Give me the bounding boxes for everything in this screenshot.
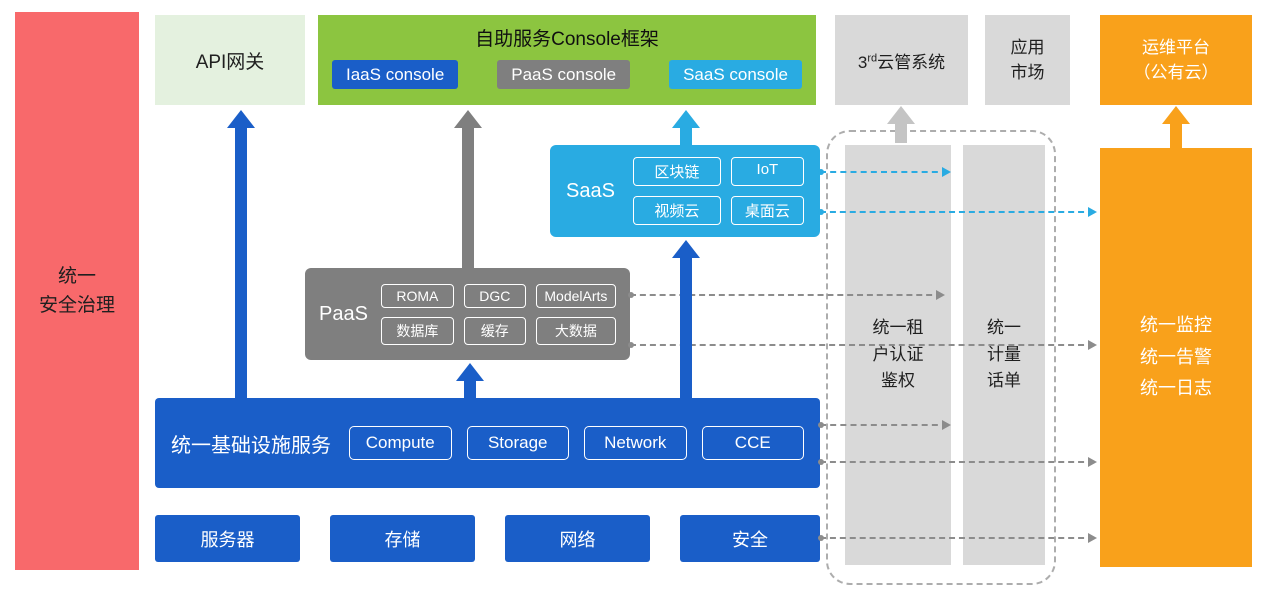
- paas-chip-modelarts: ModelArts: [535, 283, 616, 308]
- arrow-shaft: [235, 127, 247, 398]
- arrow-paas-to-console: [454, 110, 482, 268]
- metering-bar: 统一 计量 话单: [963, 145, 1045, 565]
- arrow-monitoring-to-ops-platform: [1162, 106, 1190, 148]
- arrow-head: [672, 240, 700, 258]
- arrow-auth-to-third-party-cloud: [887, 106, 915, 143]
- saas-chip-grid: 区块链 IoT 视频云 桌面云: [632, 157, 804, 225]
- security-governance-bar: 统一 安全治理: [15, 12, 139, 570]
- paas-chip-dgc: DGC: [463, 283, 526, 308]
- arrow-iaas-to-paas: [456, 363, 484, 398]
- resource-box-storage: 存储: [330, 515, 475, 562]
- connector-saas-to-metering: [818, 167, 951, 177]
- arrow-head: [456, 363, 484, 381]
- arrow-shaft: [1170, 123, 1182, 148]
- arrow-head: [887, 106, 915, 124]
- arrow-shaft: [680, 127, 692, 145]
- paas-chip-database: 数据库: [380, 316, 454, 345]
- iaas-layer-label: 统一基础设施服务: [171, 434, 331, 457]
- saas-console-chip: SaaS console: [669, 60, 802, 89]
- third-party-cloud-suffix: 云管系统: [877, 52, 946, 72]
- connector-iaas-to-metering: [818, 420, 951, 430]
- connector-saas-to-monitoring: [818, 207, 1097, 217]
- paas-chip-grid: ROMA DGC ModelArts 数据库 缓存 大数据: [380, 283, 616, 345]
- paas-layer-label: PaaS: [319, 302, 368, 325]
- third-party-cloud-prefix: 3: [857, 52, 868, 72]
- tenant-auth-bar: 统一租 户认证 鉴权: [845, 145, 951, 565]
- resource-box-server: 服务器: [155, 515, 300, 562]
- third-party-cloud-superscript: rd: [867, 51, 878, 64]
- iaas-console-chip: IaaS console: [332, 60, 459, 89]
- arrow-head: [227, 110, 255, 128]
- saas-layer-box: SaaS 区块链 IoT 视频云 桌面云: [550, 145, 820, 237]
- connector-security-to-monitoring: [818, 533, 1097, 543]
- auth-metering-dashed-region: [826, 130, 1056, 585]
- ops-platform-box: 运维平台 （公有云）: [1100, 15, 1252, 105]
- resource-box-network: 网络: [505, 515, 650, 562]
- arrow-shaft: [464, 380, 476, 398]
- monitoring-panel: 统一监控 统一告警 统一日志: [1100, 148, 1252, 567]
- paas-chip-cache: 缓存: [463, 316, 526, 345]
- third-party-cloud-box: 3rd云管系统: [835, 15, 968, 105]
- iaas-chip-compute: Compute: [349, 426, 452, 460]
- arrow-iaas-to-api-gateway: [227, 110, 255, 398]
- saas-chip-desktop-cloud: 桌面云: [730, 196, 804, 225]
- console-framework-title: 自助服务Console框架: [475, 29, 659, 50]
- arrow-head: [1162, 106, 1190, 124]
- saas-chip-iot: IoT: [730, 157, 804, 186]
- paas-chip-bigdata: 大数据: [535, 316, 616, 345]
- console-chip-row: IaaS console PaaS console SaaS console: [332, 60, 802, 89]
- connector-paas-to-monitoring: [628, 340, 1097, 350]
- connector-iaas-to-monitoring: [818, 457, 1097, 467]
- iaas-chip-cce: CCE: [701, 426, 804, 460]
- console-framework-box: 自助服务Console框架 IaaS console PaaS console …: [318, 15, 816, 105]
- arrow-shaft: [895, 123, 907, 143]
- saas-chip-video-cloud: 视频云: [632, 196, 721, 225]
- resource-box-security: 安全: [680, 515, 820, 562]
- saas-layer-label: SaaS: [566, 179, 615, 202]
- api-gateway-box: API网关: [155, 15, 305, 105]
- arrow-shaft: [680, 257, 692, 398]
- arrow-head: [672, 110, 700, 128]
- paas-chip-roma: ROMA: [380, 283, 454, 308]
- arrow-head: [454, 110, 482, 128]
- connector-paas-to-metering: [628, 290, 945, 300]
- saas-chip-blockchain: 区块链: [632, 157, 721, 186]
- arrow-shaft: [462, 127, 474, 268]
- paas-layer-box: PaaS ROMA DGC ModelArts 数据库 缓存 大数据: [305, 268, 630, 360]
- iaas-chip-storage: Storage: [466, 426, 569, 460]
- app-market-box: 应用 市场: [985, 15, 1070, 105]
- iaas-chip-row: Compute Storage Network CCE: [349, 426, 804, 460]
- arrow-saas-to-console: [672, 110, 700, 145]
- paas-console-chip: PaaS console: [497, 60, 631, 89]
- arrow-iaas-to-saas: [672, 240, 700, 398]
- third-party-cloud-label: 3rd云管系统: [858, 48, 945, 73]
- iaas-layer-box: 统一基础设施服务 Compute Storage Network CCE: [155, 398, 820, 488]
- iaas-chip-network: Network: [584, 426, 687, 460]
